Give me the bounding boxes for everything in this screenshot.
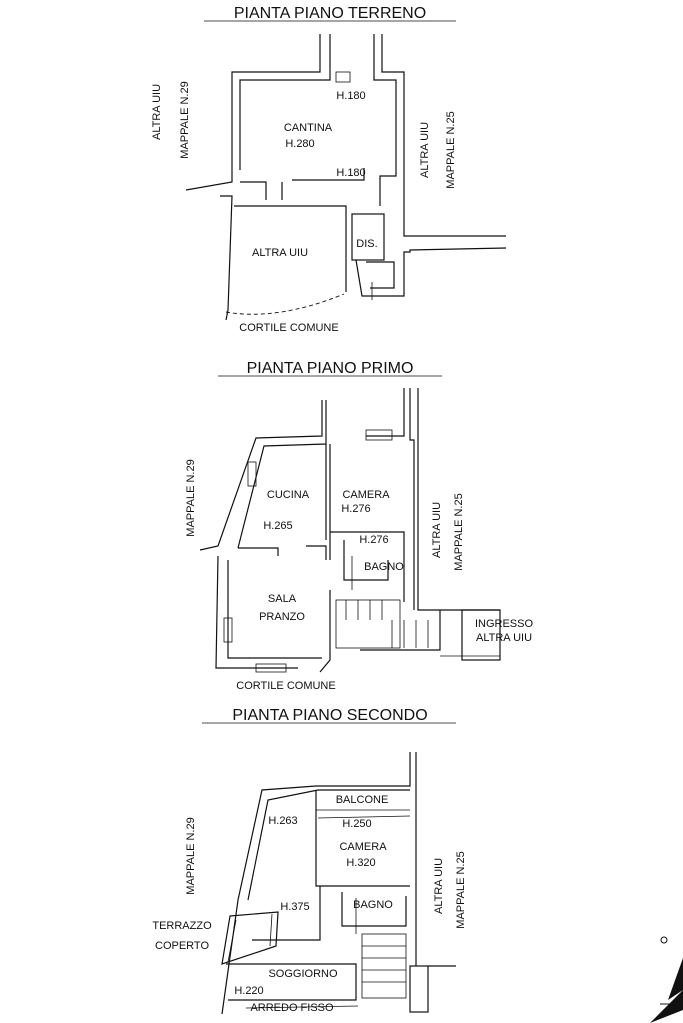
ground-mappale-left-label: MAPPALE N.29 — [179, 81, 191, 158]
second-coperto-label: COPERTO — [155, 940, 209, 952]
second-bagno-label: BAGNO — [353, 899, 393, 911]
second-h220-label: H.220 — [234, 985, 263, 997]
second-floor-walls — [221, 752, 456, 1015]
second-mappale-left-label: MAPPALE N.29 — [185, 817, 197, 894]
second-altra-uiu-right-label: ALTRA UIU — [433, 858, 445, 914]
second-soggiorno-label: SOGGIORNO — [268, 968, 338, 980]
ground-floor-walls — [185, 34, 507, 321]
first-mappale-left-label: MAPPALE N.29 — [185, 459, 197, 536]
plan-ground-floor: PIANTA PIANO TERRENO ALTRA UIU MAPPALE N… — [151, 5, 507, 334]
second-floor-title: PIANTA PIANO SECONDO — [232, 707, 427, 724]
second-mappale-right-label: MAPPALE N.25 — [455, 851, 467, 928]
first-sala-label: SALA — [268, 593, 297, 605]
plan-second-floor: PIANTA PIANO SECONDO MAPPALE N.2 — [152, 707, 467, 1015]
first-floor-walls — [199, 388, 501, 673]
second-h250-label: H.250 — [342, 818, 371, 830]
first-cucina-label: CUCINA — [267, 489, 310, 501]
first-pranzo-label: PRANZO — [259, 611, 305, 623]
first-h276b-label: H.276 — [359, 534, 388, 546]
ground-floor-title: PIANTA PIANO TERRENO — [234, 5, 426, 22]
second-terrazzo-label: TERRAZZO — [152, 920, 212, 932]
plan-first-floor: PIANTA PIANO PRIMO — [185, 360, 533, 692]
ground-altra-uiu-room-label: ALTRA UIU — [252, 247, 308, 259]
ground-mappale-right-label: MAPPALE N.25 — [445, 111, 457, 188]
north-arrow-icon — [650, 936, 683, 1023]
second-h263-label: H.263 — [268, 815, 297, 827]
first-h265-label: H.265 — [263, 520, 292, 532]
second-h375-label: H.375 — [280, 901, 309, 913]
first-cortile-label: CORTILE COMUNE — [236, 680, 335, 692]
first-h276a-label: H.276 — [341, 503, 370, 515]
second-camera-label: CAMERA — [339, 841, 387, 853]
ground-h180-top-label: H.180 — [336, 90, 365, 102]
ground-h180-bottom-label: H.180 — [336, 167, 365, 179]
first-mappale-right-label: MAPPALE N.25 — [453, 493, 465, 570]
second-balcone-label: BALCONE — [336, 794, 389, 806]
ground-h280-label: H.280 — [285, 138, 314, 150]
first-altra-uiu-right-label: ALTRA UIU — [431, 502, 443, 558]
second-h320-label: H.320 — [346, 857, 375, 869]
first-ingresso-altra-label: ALTRA UIU — [476, 632, 532, 644]
first-bagno-label: BAGNO — [364, 561, 404, 573]
ground-cortile-label: CORTILE COMUNE — [239, 322, 338, 334]
first-ingresso-label: INGRESSO — [475, 618, 534, 630]
ground-altra-uiu-right-label: ALTRA UIU — [419, 122, 431, 178]
ground-dis-label: DIS. — [356, 238, 377, 250]
second-arredo-label: ARREDO FISSO — [250, 1002, 334, 1014]
first-floor-title: PIANTA PIANO PRIMO — [247, 360, 414, 377]
ground-altra-uiu-left-label: ALTRA UIU — [151, 84, 163, 140]
ground-cantina-label: CANTINA — [284, 122, 333, 134]
first-camera-label: CAMERA — [342, 489, 390, 501]
